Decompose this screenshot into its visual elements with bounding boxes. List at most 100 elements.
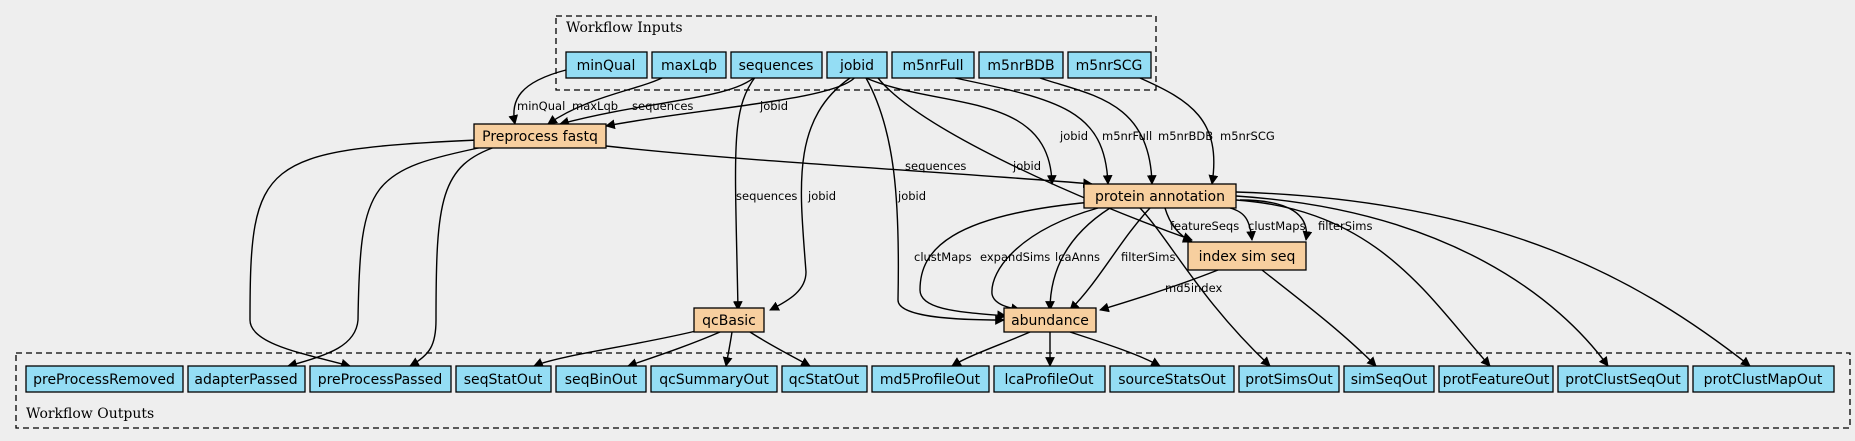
output-label-preprocesspassed: preProcessPassed [318,372,443,388]
output-label-protclustmapout: protClustMapOut [1704,372,1823,388]
edge-label-minqual: minQual [517,99,565,113]
edge-label-sequences-pp: sequences [632,99,693,113]
edge-label-md5index: md5index [1165,281,1222,295]
workflow-outputs-label: Workflow Outputs [26,406,154,422]
input-label-m5nrscg: m5nrSCG [1076,58,1143,74]
edge-md5index [1099,269,1219,313]
edge-sequences-qc [732,75,757,311]
edge-featureseqs [1164,207,1193,243]
edge-sequences-pp [559,75,757,127]
step-node-abundance[interactable] [1003,307,1097,333]
input-label-m5nrbdb: m5nrBDB [987,58,1054,74]
input-node-maxlqb[interactable] [651,51,727,79]
output-label-md5profileout: md5ProfileOut [880,372,981,388]
input-label-jobid: jobid [839,58,874,74]
output-node-md5profileout[interactable] [871,365,990,393]
output-label-adapterpassed: adapterPassed [194,372,297,388]
edges [249,69,1751,369]
edge-jobid-index [877,77,1193,242]
input-label-minqual: minQual [577,58,636,74]
output-label-seqbinout: seqBinOut [565,372,638,388]
edge-protclustmapout [1235,191,1751,367]
output-label-preprocessremoved: preProcessRemoved [33,372,175,388]
edge-jobid-qc [769,77,851,311]
input-node-minqual[interactable] [565,51,648,79]
edge-label-m5nrbdb: m5nrBDB [1158,129,1213,143]
edge-lcaanns [1045,207,1111,311]
output-node-qcstatout[interactable] [781,365,868,393]
edge-label-sequences-qc: sequences [736,189,797,203]
edge-label-lcaanns: lcaAnns [1055,250,1100,264]
edge-seqstatout [533,329,701,368]
output-node-seqstatout[interactable] [455,365,552,393]
edge-simseqout [1261,269,1377,367]
edge-label-sequences-prot: sequences [905,159,966,173]
edge-qcsummaryout [722,331,733,367]
input-node-m5nrbdb[interactable] [978,51,1064,79]
output-node-preprocesspassed[interactable] [309,365,452,393]
output-label-protfeatureout: protFeatureOut [1443,372,1550,388]
input-label-maxlqb: maxLqb [661,58,717,74]
edge-protfeatureout [1235,199,1491,367]
input-label-sequences: sequences [739,58,814,74]
edge-filtersims-ab [1069,207,1151,311]
edge-qcstatout [749,331,811,367]
output-label-lcaprofileout: lcaProfileOut [1004,372,1094,388]
output-node-protfeatureout[interactable] [1438,365,1554,393]
input-node-m5nrfull[interactable] [891,51,975,79]
step-node-qcbasic[interactable] [693,307,765,333]
output-node-sourcestatsout[interactable] [1109,365,1235,393]
edge-jobid-prot [865,77,1057,185]
edge-label-m5nrfull: m5nrFull [1102,129,1152,143]
output-node-simseqout[interactable] [1343,365,1435,393]
edge-preprocesspassed [409,145,499,367]
output-label-qcstatout: qcStatOut [789,372,860,388]
edge-filtersims-idx [1239,199,1313,241]
output-node-lcaprofileout[interactable] [993,365,1106,393]
step-node-index-sim-seq[interactable] [1187,241,1307,271]
edge-label-jobid-index: jobid [1012,159,1041,173]
output-label-qcsummaryout: qcSummaryOut [659,372,769,388]
edge-m5nrbdb [1039,77,1157,185]
output-label-seqstatout: seqStatOut [464,372,543,388]
workflow-inputs-label: Workflow Inputs [566,20,683,36]
edge-adapterpassed [287,145,489,369]
step-nodes: Preprocess fastq protein annotation inde… [473,123,1307,333]
output-node-protclustseqout[interactable] [1557,365,1689,393]
input-node-jobid[interactable] [826,51,888,79]
edge-md5profileout [951,331,1031,367]
step-label-preprocess-fastq: Preprocess fastq [482,129,598,145]
step-node-protein-annotation[interactable] [1083,183,1237,209]
edge-sequences-prot [605,145,1093,189]
output-node-qcsummaryout[interactable] [650,365,778,393]
step-label-index-sim-seq: index sim seq [1199,249,1296,265]
edge-jobid-pp [605,75,857,130]
edge-minqual [508,69,567,125]
edge-label-maxlqb: maxLqb [572,99,618,113]
edge-label-filtersims-idx: filterSims [1318,219,1372,233]
input-node-m5nrscg[interactable] [1067,51,1152,79]
output-node-preprocessremoved[interactable] [25,365,184,393]
edge-maxlqb [547,75,667,125]
output-label-protsimsout: protSimsOut [1245,372,1333,388]
input-node-sequences[interactable] [730,51,823,79]
edge-seqbinout [627,331,721,368]
edge-label-clustmaps-ab: clustMaps [914,250,972,264]
edge-label-featureseqs: featureSeqs [1170,219,1239,233]
output-node-protsimsout[interactable] [1238,365,1340,393]
output-node-protclustmapout[interactable] [1692,365,1835,393]
output-node-adapterpassed[interactable] [187,365,306,393]
output-node-seqbinout[interactable] [555,365,647,393]
edge-sourcestatsout [1069,331,1161,367]
input-nodes: minQual maxLqb sequences jobid m5nrFull … [565,51,1152,79]
edge-m5nrscg [1139,77,1219,185]
edge-label-jobid-qc: jobid [807,189,836,203]
edge-protclustseqout [1235,195,1609,367]
edge-label-m5nrscg: m5nrSCG [1220,129,1275,143]
edge-m5nrfull [954,77,1113,185]
workflow-inputs-cluster [555,15,1157,91]
step-node-preprocess-fastq[interactable] [473,123,607,149]
step-label-abundance: abundance [1011,313,1089,329]
edge-label-expandsims: expandSims [980,250,1050,264]
